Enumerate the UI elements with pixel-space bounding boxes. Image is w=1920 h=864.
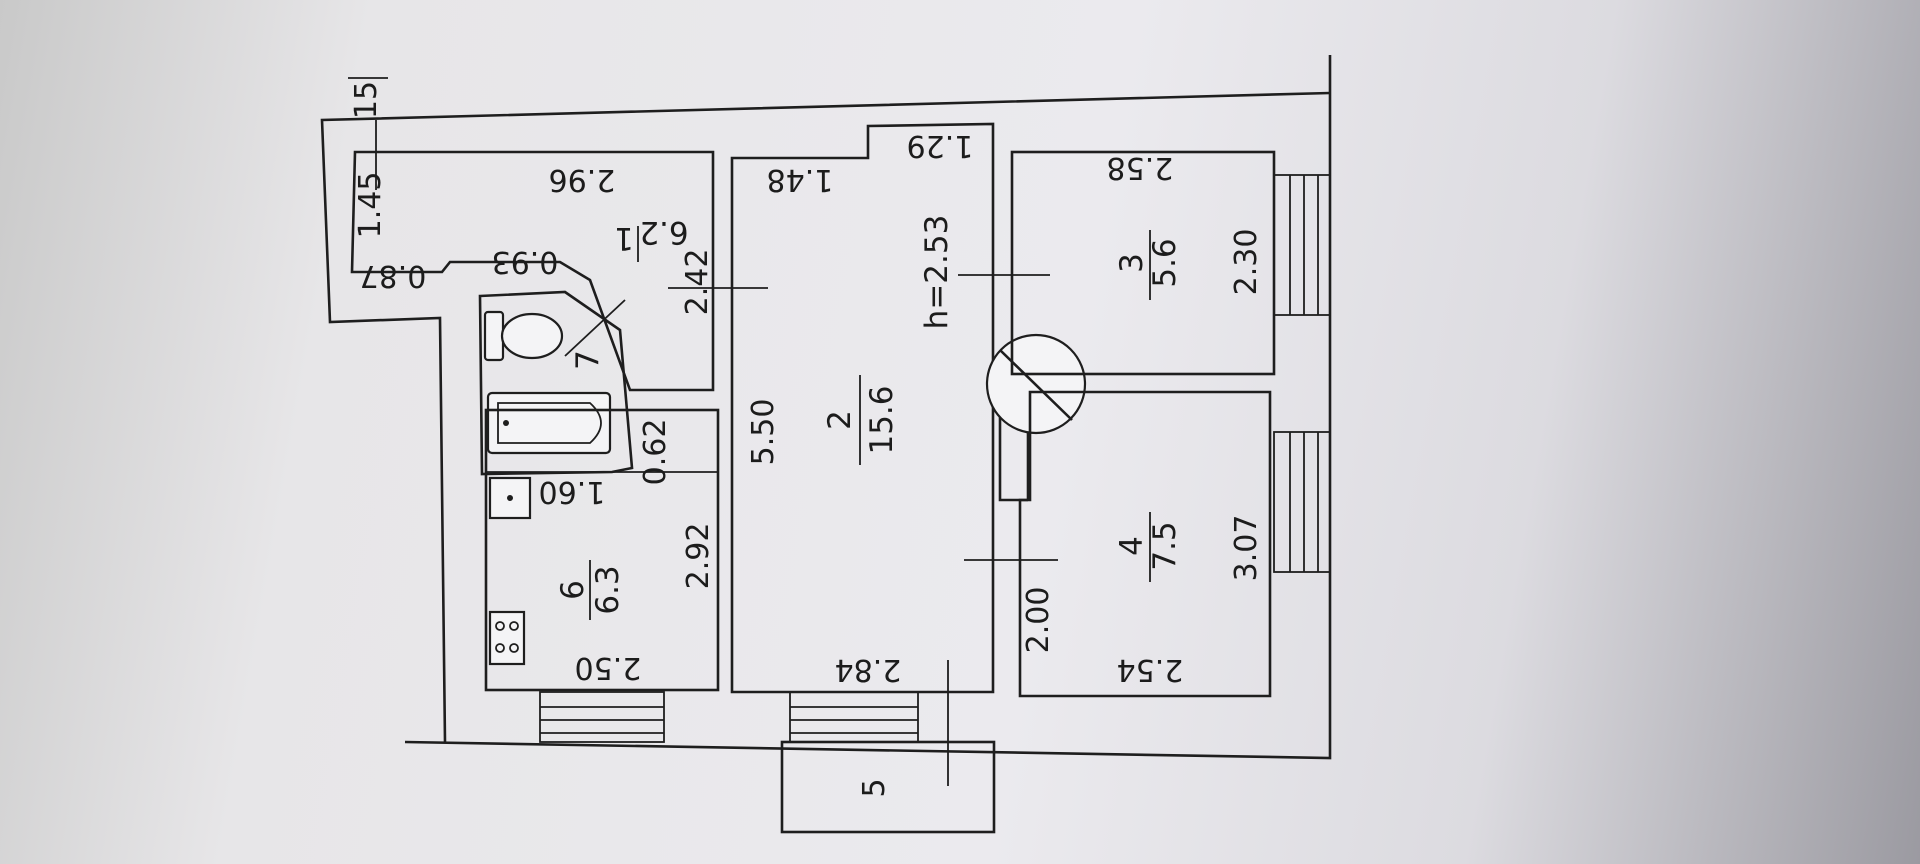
dim-0-62: 0.62	[638, 419, 673, 486]
dim-15: 15	[349, 81, 384, 119]
dim-0-93: 0.93	[492, 244, 559, 279]
dim-2-50: 2.50	[575, 650, 642, 685]
room-6-number: 6	[555, 580, 591, 600]
bathtub-icon	[486, 391, 612, 455]
dim-2-30: 2.30	[1229, 229, 1264, 296]
dim-1-48: 1.48	[767, 162, 834, 197]
dim-2-00: 2.00	[1021, 587, 1056, 654]
stove-icon	[488, 610, 526, 666]
dim-1-29: 1.29	[907, 128, 974, 163]
window-living	[789, 691, 919, 743]
room-4-outline	[1018, 390, 1272, 698]
room-6-outline	[484, 408, 720, 692]
dim-2-42: 2.42	[680, 249, 715, 316]
room-2-outline	[730, 122, 995, 694]
window-room4	[1273, 431, 1331, 573]
ceiling-height: h=2.53	[919, 215, 955, 330]
dim-2-92: 2.92	[681, 523, 716, 590]
ventilation-shaft-icon	[985, 333, 1087, 502]
room-3-area: 5.6	[1147, 238, 1183, 287]
room-1-number: 1	[614, 220, 634, 256]
dim-5-50: 5.50	[746, 399, 781, 466]
room-3-number: 3	[1114, 253, 1150, 273]
window-kitchen	[539, 691, 665, 743]
room-2-area: 15.6	[864, 385, 900, 454]
sink-icon	[488, 476, 532, 520]
dim-2-96: 2.96	[549, 162, 616, 197]
room-1-outline	[350, 150, 715, 392]
room-7-outline	[478, 290, 634, 476]
room-1-area: 6.2	[639, 214, 688, 250]
room-6-area: 6.3	[590, 565, 626, 614]
dim-2-84: 2.84	[835, 652, 902, 687]
dim-1-45: 1.45	[353, 172, 388, 239]
room-4-area: 7.5	[1147, 521, 1183, 570]
toilet-icon	[483, 310, 564, 362]
window-room3	[1273, 174, 1331, 316]
dim-3-07: 3.07	[1229, 515, 1264, 582]
room-7-number: 7	[570, 350, 606, 370]
dim-2-54: 2.54	[1117, 652, 1184, 687]
dim-2-58: 2.58	[1107, 150, 1174, 185]
dim-0-87: 0.87	[360, 258, 427, 293]
room-7-slash	[564, 299, 626, 357]
room-4-number: 4	[1114, 536, 1150, 556]
room-2-number: 2	[822, 410, 858, 430]
dim-5: 5	[857, 778, 892, 797]
dimension-labels: 15 1.45 0.87 0.93 2.96 2.42 0.62 1.60 2.…	[348, 77, 1264, 798]
dim-1-60: 1.60	[539, 474, 606, 509]
